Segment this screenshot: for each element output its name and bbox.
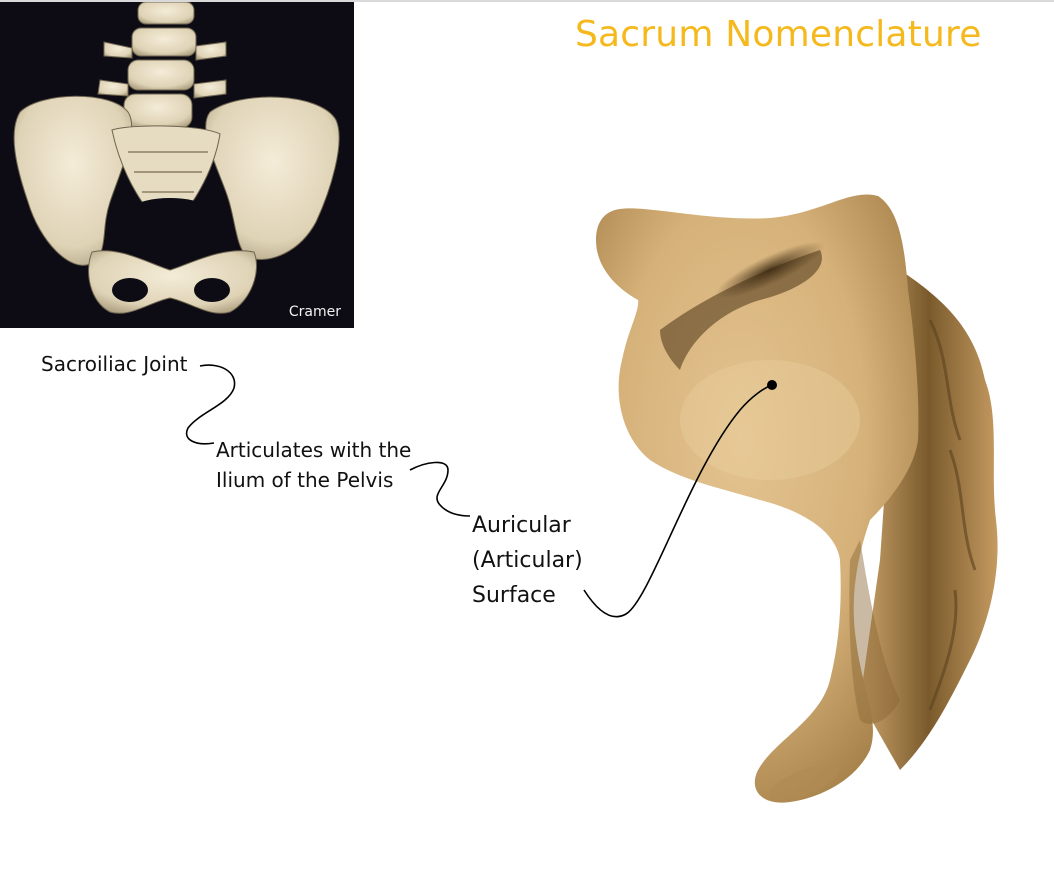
sacroiliac-joint-label: Sacroiliac Joint xyxy=(41,352,188,376)
pelvis-illustration xyxy=(13,2,340,314)
auricular-label-line1: Auricular xyxy=(472,513,571,538)
sacroiliac-connector xyxy=(185,364,236,445)
pelvis-photo: Cramer xyxy=(0,2,354,328)
photo-credit: Cramer xyxy=(288,304,341,320)
slide-title: Sacrum Nomenclature xyxy=(575,14,982,55)
auricular-leader-line xyxy=(583,384,773,618)
articulates-label-line1: Articulates with the xyxy=(216,438,412,462)
auricular-label-line3: Surface xyxy=(472,583,556,608)
articulates-connector xyxy=(409,461,471,517)
auricular-label-line2: (Articular) xyxy=(472,548,583,573)
top-rule xyxy=(0,0,1054,2)
articulates-label-line2: Ilium of the Pelvis xyxy=(216,468,394,492)
